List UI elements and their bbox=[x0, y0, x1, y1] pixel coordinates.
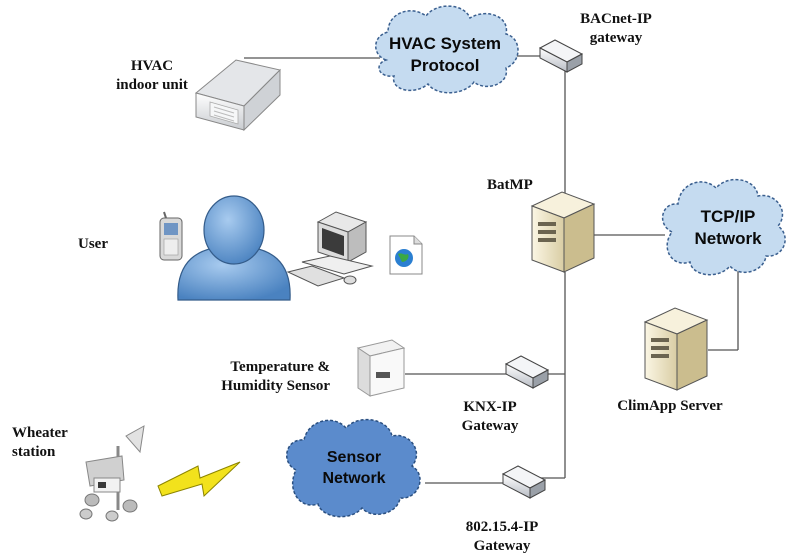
web-document-icon bbox=[389, 235, 423, 275]
bacnet-gateway-icon bbox=[538, 39, 584, 73]
climapp-server-label: ClimApp Server bbox=[617, 398, 723, 414]
hvac-indoor-unit-label-line1: HVAC bbox=[130, 58, 174, 74]
hvac-cloud-label: HVAC System Protocol bbox=[380, 33, 510, 77]
ieee-gateway-icon bbox=[501, 465, 547, 499]
weather-station-icon bbox=[79, 425, 145, 522]
sensor-network-cloud-label: Sensor Network bbox=[296, 447, 412, 489]
knx-gateway-icon bbox=[504, 355, 550, 389]
temp-humidity-sensor-label-line2: Humidity Sensor bbox=[221, 378, 330, 394]
tcpip-cloud-label-line1: TCP/IP bbox=[700, 207, 756, 226]
hvac-cloud-icon bbox=[375, 5, 519, 94]
wireless-lightning-icon bbox=[157, 461, 241, 498]
desktop-computer-icon bbox=[286, 211, 374, 287]
user-label: User bbox=[78, 236, 108, 252]
knx-gateway-label: KNX-IP Gateway bbox=[450, 398, 530, 436]
sensor-network-cloud-label-line1: Sensor bbox=[326, 449, 382, 466]
knx-gateway-label-line2: Gateway bbox=[461, 418, 519, 434]
weather-station-label-line1: Wheater bbox=[12, 425, 68, 441]
weather-station-label-line2: station bbox=[12, 444, 56, 460]
connection-lines bbox=[244, 55, 739, 484]
hvac-indoor-unit-label-line2: indoor unit bbox=[116, 77, 188, 93]
temp-humidity-sensor-label: Temperature & Humidity Sensor bbox=[180, 358, 330, 396]
ieee-gateway-label-line1: 802.15.4-IP bbox=[465, 519, 539, 535]
temp-humidity-sensor-icon bbox=[356, 339, 406, 397]
bacnet-gateway-label-line1: BACnet-IP bbox=[580, 11, 652, 27]
ieee-gateway-label-line2: Gateway bbox=[473, 538, 531, 554]
bacnet-gateway-label: BACnet-IP gateway bbox=[556, 10, 676, 48]
tcpip-cloud-label: TCP/IP Network bbox=[668, 206, 788, 250]
ieee-gateway-label: 802.15.4-IP Gateway bbox=[450, 518, 554, 556]
climapp-server-icon bbox=[643, 307, 709, 391]
batmp-label: BatMP bbox=[487, 177, 533, 193]
bacnet-gateway-label-line2: gateway bbox=[589, 30, 643, 46]
tcpip-cloud-icon bbox=[661, 178, 786, 276]
temp-humidity-sensor-label-line1: Temperature & bbox=[230, 359, 330, 375]
weather-station-label: Wheater station bbox=[12, 424, 68, 462]
tcpip-cloud-label-line2: Network bbox=[694, 229, 762, 248]
hvac-indoor-unit-icon bbox=[194, 59, 281, 132]
mobile-phone-icon bbox=[159, 211, 183, 261]
hvac-cloud-label-line2: Protocol bbox=[410, 56, 480, 75]
hvac-cloud-label-line1: HVAC System bbox=[388, 34, 502, 53]
knx-gateway-label-line1: KNX-IP bbox=[463, 399, 517, 415]
hvac-indoor-unit-label: HVAC indoor unit bbox=[94, 57, 210, 95]
batmp-server-icon bbox=[530, 191, 596, 273]
user-figure-icon bbox=[177, 195, 291, 301]
sensor-network-cloud-icon bbox=[286, 418, 421, 518]
sensor-network-cloud-label-line2: Network bbox=[322, 470, 386, 487]
